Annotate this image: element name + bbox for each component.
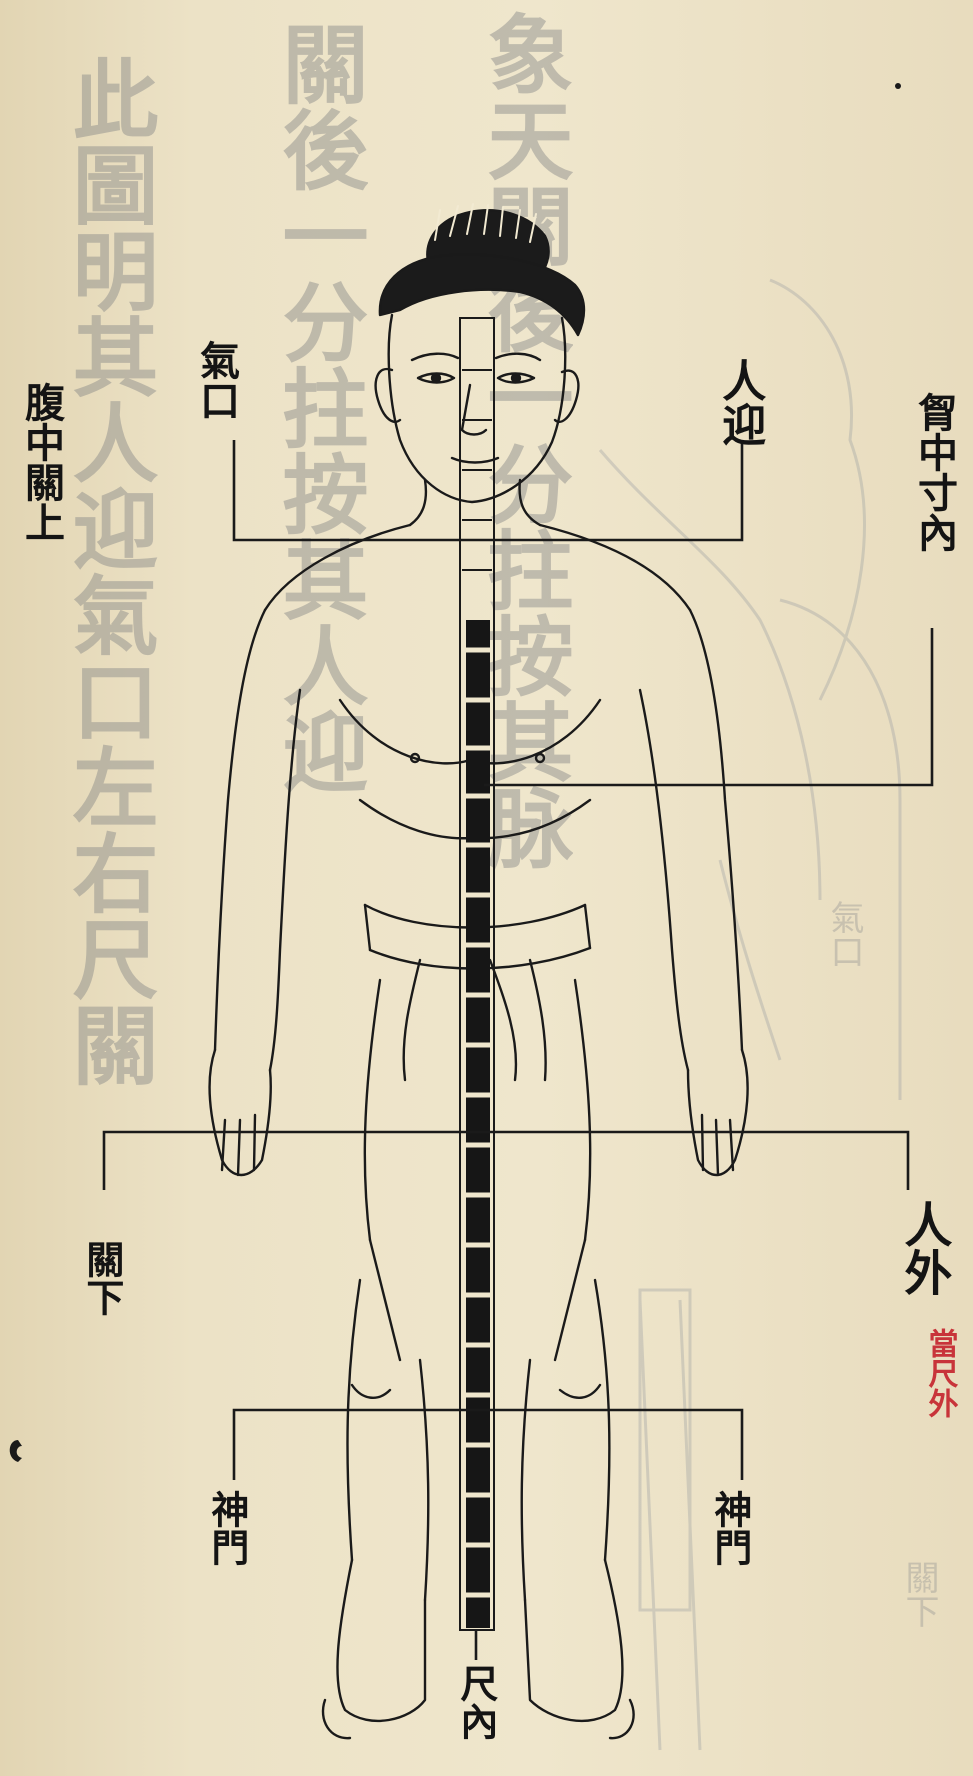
label-shenmen-right: 神門 xyxy=(710,1490,750,1566)
label-fuzhong-guanshang: 腹中關上 xyxy=(20,382,62,542)
label-qikou: 氣口 xyxy=(195,340,237,420)
label-shenmen-left: 神門 xyxy=(207,1490,247,1566)
measuring-rod-icon xyxy=(460,318,494,1630)
red-annotation-dangchiwai: 當尺外 xyxy=(924,1328,956,1418)
leader-lines xyxy=(104,440,932,1660)
label-renying: 人迎 xyxy=(716,358,762,446)
label-xiongzhong-cunnei: 胷中寸內 xyxy=(913,392,955,552)
label-chinei: 尺內 xyxy=(456,1664,496,1740)
label-renwai: 人外 xyxy=(898,1200,948,1296)
label-guanxia: 關下 xyxy=(82,1240,122,1316)
